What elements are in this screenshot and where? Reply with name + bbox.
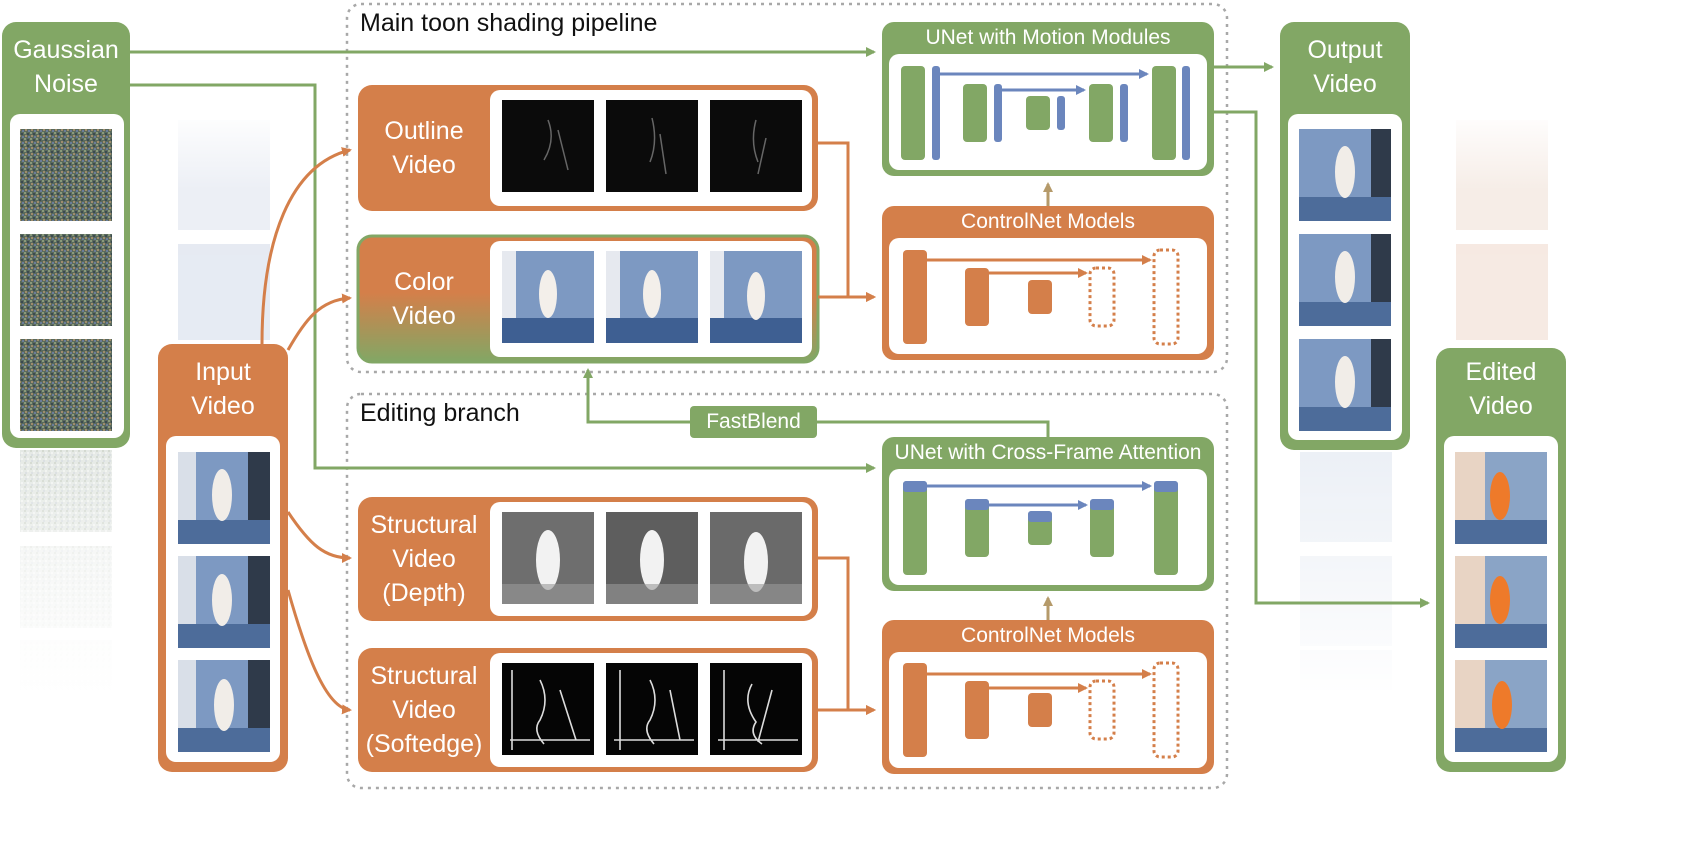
main-pipeline-section [345, 2, 1229, 374]
output-video-ghost-fade [1294, 452, 1398, 697]
video-frame-thumbnail-icon [606, 251, 698, 343]
color-video-block [356, 234, 820, 364]
output-video-label: Output Video [1307, 36, 1383, 98]
unet-cross-frame-block [882, 437, 1214, 591]
video-frame-thumbnail-icon [502, 663, 594, 755]
video-frame-thumbnail-icon [1455, 452, 1547, 544]
main-pipeline-title: Main toon shading pipeline [360, 9, 658, 37]
editing-branch-title: Editing branch [360, 399, 520, 427]
video-frame-thumbnail-icon [178, 660, 270, 752]
gaussian-noise-fade-mask [14, 448, 118, 698]
controlnet-main-block [882, 206, 1214, 360]
controlnet-edit-label: ControlNet Models [961, 624, 1135, 647]
gaussian-noise-label: Gaussian Noise [13, 36, 119, 98]
video-frame-thumbnail-icon [710, 100, 802, 192]
unet-motion-block [882, 22, 1214, 176]
depth-video-label: Structural Video (Depth) [370, 511, 478, 607]
connector-outline-to-controlnet [818, 141, 876, 302]
connector-input-to-outline [260, 147, 352, 345]
video-frame-thumbnail-icon [178, 556, 270, 648]
controlnet-edit-block [882, 620, 1214, 774]
output-video-block [1280, 22, 1410, 450]
edited-video-label: Edited Video [1465, 358, 1537, 420]
unet-motion-label: UNet with Motion Modules [925, 26, 1171, 49]
edited-video-block [1436, 348, 1566, 772]
connector-unet-to-fastblend [817, 420, 1050, 437]
connector-input-to-depth [286, 511, 352, 563]
noise-frame-icon [20, 129, 112, 221]
connector-fastblend-to-color [583, 368, 690, 424]
softedge-video-block [358, 648, 818, 772]
connector-input-to-softedge [286, 589, 352, 715]
outline-video-label: Outline Video [384, 117, 464, 179]
video-frame-thumbnail-icon [502, 100, 594, 192]
input-video-ghost-fade [172, 110, 276, 190]
video-frame-thumbnail-icon [1299, 339, 1391, 431]
connector-input-to-color [286, 293, 352, 351]
video-frame-thumbnail-icon [1299, 129, 1391, 221]
input-video-block [158, 344, 288, 772]
input-video-label: Input Video [191, 358, 255, 420]
video-frame-thumbnail-icon [502, 251, 594, 343]
noise-frame-icon [20, 234, 112, 326]
video-frame-thumbnail-icon [1299, 234, 1391, 326]
edited-video-ghost-fade [1450, 110, 1554, 190]
outline-video-block [358, 85, 818, 211]
connector-noise-to-unet-cross-frame [130, 83, 876, 473]
editing-branch-section [345, 392, 1229, 790]
connector-depth-to-controlnet [818, 556, 876, 715]
video-frame-thumbnail-icon [1455, 660, 1547, 752]
unet-cross-frame-label: UNet with Cross-Frame Attention [894, 441, 1202, 464]
color-video-label: Color Video [392, 268, 456, 330]
video-frame-thumbnail-icon [710, 251, 802, 343]
video-frame-thumbnail-icon [178, 452, 270, 544]
video-frame-thumbnail-icon [1455, 556, 1547, 648]
depth-video-block [358, 497, 818, 621]
controlnet-main-label: ControlNet Models [961, 210, 1135, 233]
softedge-video-label: Structural Video (Softedge) [365, 662, 483, 758]
noise-frame-icon [20, 339, 112, 431]
connector-unet-to-edited [1214, 110, 1430, 608]
fastblend-label: FastBlend [706, 410, 801, 433]
video-frame-thumbnail-icon [606, 100, 698, 192]
fastblend-block [690, 406, 817, 438]
gaussian-noise-block [2, 22, 130, 698]
